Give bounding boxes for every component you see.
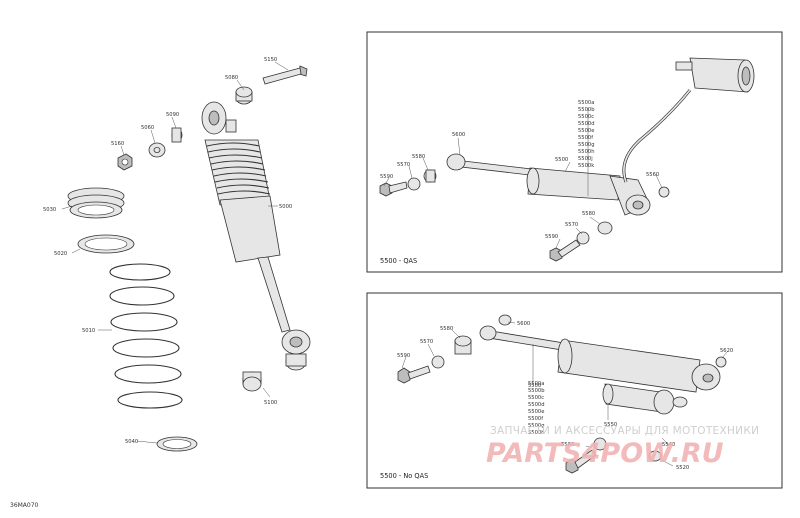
diagram-code: 36MA070 xyxy=(10,502,39,509)
qas-label-5560: 5560 xyxy=(646,172,659,178)
noqas-label-5560: 5560 xyxy=(561,442,574,448)
noqas-sublist: 5500a 5500b 5500c 5500d 5500e 5500f 5500… xyxy=(528,381,545,436)
label-5040: 5040 xyxy=(125,439,138,445)
spring-retainer-5030 xyxy=(67,187,125,219)
noqas-hardware-upper xyxy=(397,314,727,384)
qas-label-5570: 5570 xyxy=(397,162,410,168)
panel-no-qas: 5580 5570 5590 5600 5500 5620 5550 5540 … xyxy=(366,292,783,489)
qas-shock xyxy=(446,57,755,216)
qas-label-5580: 5580 xyxy=(412,154,425,160)
noqas-label-5570: 5570 xyxy=(420,339,433,345)
noqas-label-5600: 5600 xyxy=(517,321,530,327)
qas-sub-1: 5500b xyxy=(578,107,595,113)
noqas-sub-1: 5500b xyxy=(528,388,545,394)
qas-sublist: 5500a 5500b 5500c 5500d 5500e 5500f 5500… xyxy=(578,100,595,169)
noqas-caption: 5500 - No QAS xyxy=(380,472,428,480)
noqas-sub-0: 5500a xyxy=(528,381,544,387)
qas-sub-5: 5500f xyxy=(578,135,593,141)
noqas-hardware-lower xyxy=(565,437,662,474)
label-5030: 5030 xyxy=(43,207,56,213)
qas-sub-8: 5500j xyxy=(578,156,593,162)
label-5150: 5150 xyxy=(264,57,277,63)
noqas-label-5540: 5540 xyxy=(662,442,675,448)
ring-5040 xyxy=(156,436,198,452)
bushing-5100 xyxy=(242,353,307,392)
qas-sub-4: 5500e xyxy=(578,128,594,134)
noqas-label-5590: 5590 xyxy=(397,353,410,359)
qas-label-5570b: 5570 xyxy=(565,222,578,228)
label-5090: 5090 xyxy=(166,112,179,118)
qas-sub-2: 5500c xyxy=(578,114,594,120)
watermark-logo-text: PARTS4POW.RU xyxy=(486,438,724,469)
bushing-5080 xyxy=(235,86,253,105)
panel-qas: 5600 5570 5580 5590 5500 5560 5580 5570 … xyxy=(366,31,783,273)
qas-sub-9: 5500k xyxy=(578,163,594,169)
noqas-sub-7: 5500h xyxy=(528,430,545,436)
label-5100: 5100 xyxy=(264,400,277,406)
ring-5020 xyxy=(77,234,135,254)
qas-label-5500: 5500 xyxy=(555,157,568,163)
qas-sub-3: 5500d xyxy=(578,121,595,127)
noqas-label-5550: 5550 xyxy=(604,422,617,428)
noqas-label-5500: 5500 xyxy=(528,383,541,389)
qas-leader-lines xyxy=(383,108,663,249)
noqas-sub-5: 5500f xyxy=(528,416,543,422)
noqas-sub-6: 5500g xyxy=(528,423,545,429)
noqas-label-5580: 5580 xyxy=(440,326,453,332)
qas-sub-0: 5500a xyxy=(578,100,594,106)
noqas-leader-lines xyxy=(401,321,728,467)
spacer-5090 xyxy=(171,127,183,143)
qas-label-5600: 5600 xyxy=(452,132,465,138)
noqas-sub-4: 5500e xyxy=(528,409,544,415)
noqas-sub-2: 5500c xyxy=(528,395,544,401)
bushing-5060 xyxy=(148,142,166,158)
qas-label-5590: 5590 xyxy=(380,174,393,180)
label-5080: 5080 xyxy=(225,75,238,81)
label-5010: 5010 xyxy=(82,328,95,334)
bolt-5150 xyxy=(262,65,308,85)
label-5000: 5000 xyxy=(279,204,292,210)
watermark: ЗАПЧАСТИ И АКСЕССУАРЫ ДЛЯ МОТОТЕХНИКИ PA… xyxy=(486,425,759,469)
noqas-shock xyxy=(479,325,721,415)
left-leader-lines xyxy=(61,61,289,444)
spring-5010 xyxy=(109,263,183,409)
noqas-label-5520: 5520 xyxy=(676,465,689,471)
qas-sub-7: 5500h xyxy=(578,149,595,155)
qas-caption: 5500 - QAS xyxy=(380,257,417,265)
label-5020: 5020 xyxy=(54,251,67,257)
qas-label-5580b: 5580 xyxy=(582,211,595,217)
qas-hardware-lower xyxy=(549,186,670,262)
noqas-sub-3: 5500d xyxy=(528,402,545,408)
left-shock-assembly: 5150 5080 5090 5060 5160 5030 5000 5020 … xyxy=(43,57,311,452)
watermark-tagline: ЗАПЧАСТИ И АКСЕССУАРЫ ДЛЯ МОТОТЕХНИКИ xyxy=(490,425,759,437)
noqas-label-5620: 5620 xyxy=(720,348,733,354)
qas-label-5590b: 5590 xyxy=(545,234,558,240)
label-5060: 5060 xyxy=(141,125,154,131)
shock-body-5000 xyxy=(201,101,311,355)
nut-5160 xyxy=(117,153,133,171)
qas-sub-6: 5500g xyxy=(578,142,595,148)
label-5160: 5160 xyxy=(111,141,124,147)
qas-hardware-upper xyxy=(379,169,437,197)
